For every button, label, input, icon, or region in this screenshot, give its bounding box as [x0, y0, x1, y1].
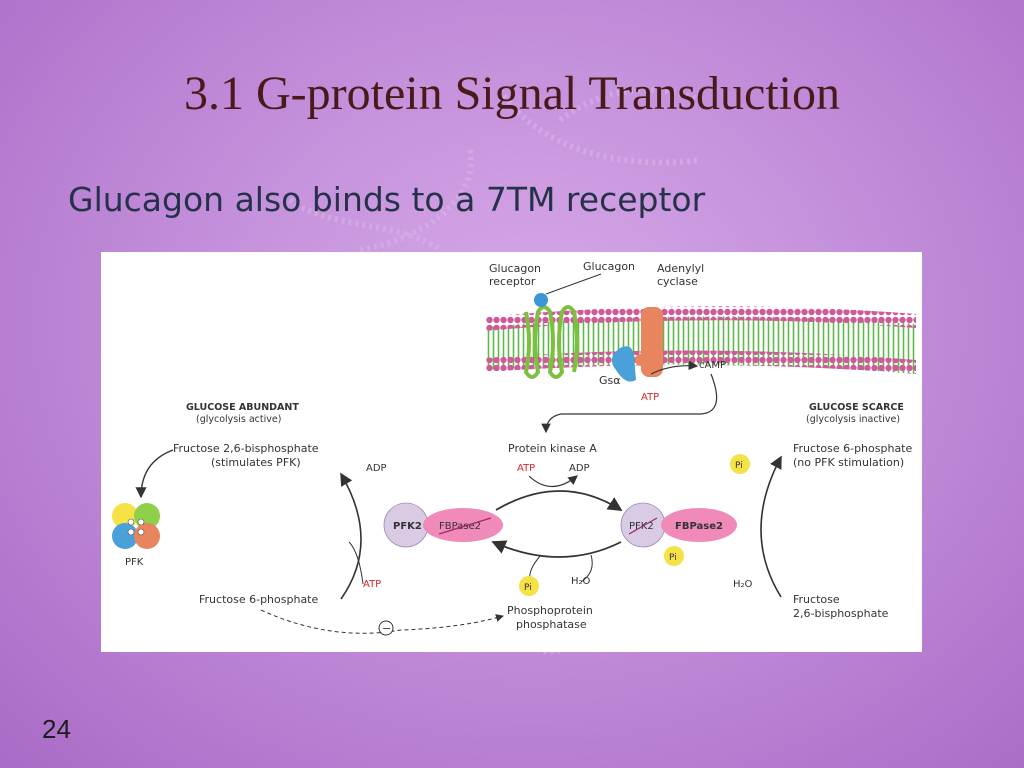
- label-camp: cAMP: [699, 360, 726, 371]
- glucagon-ball-icon: [534, 293, 548, 307]
- label-fbpase2-right: FBPase2: [675, 521, 723, 532]
- label-pi-right: Pi: [669, 553, 677, 563]
- label-pfk: PFK: [125, 557, 144, 568]
- inhibition-icon: [378, 620, 394, 636]
- label-glucagon-receptor: Glucagon: [489, 262, 541, 275]
- gs-cyclase-link: [635, 354, 647, 366]
- label-glucose-abundant: GLUCOSE ABUNDANT: [186, 402, 299, 413]
- label-inhibition: −: [382, 622, 391, 635]
- slide-title: 3.1 G-protein Signal Transduction: [184, 67, 840, 120]
- label-glycolysis-active: (glycolysis active): [196, 414, 281, 425]
- pi-ball-right: [664, 546, 684, 566]
- label-pka-adp: ADP: [569, 463, 590, 474]
- label-f6p-left: Fructose 6-phosphate: [199, 593, 318, 606]
- label-glucagon-receptor-2: receptor: [489, 275, 536, 288]
- gs-protein-icon: [611, 346, 636, 382]
- label-adenylyl-cyclase-2: cyclase: [657, 275, 698, 288]
- label-glucose-scarce: GLUCOSE SCARCE: [809, 402, 904, 413]
- fbpase2-right-domain: [661, 508, 737, 542]
- label-h2o-center: H₂O: [571, 576, 591, 587]
- label-pfk2-left: PFK2: [393, 521, 422, 532]
- fbpase2-left-domain: [423, 508, 503, 542]
- label-adp-left: ADP: [366, 463, 387, 474]
- label-phosphoprotein: Phosphoprotein: [507, 604, 593, 617]
- pi-ball-phosphatase: [519, 576, 539, 596]
- label-f6p-right-2: (no PFK stimulation): [793, 456, 904, 469]
- page-number: 24: [42, 714, 71, 744]
- pathway-diagram: Glucagon receptor Glucagon Adenylyl cycl…: [112, 260, 916, 636]
- glucagon-receptor-icon: [523, 305, 579, 379]
- label-f26bp-left-2: (stimulates PFK): [211, 456, 301, 469]
- label-pi-phosphatase: Pi: [524, 583, 532, 593]
- label-atp-top: ATP: [641, 392, 659, 403]
- label-pka-atp: ATP: [517, 463, 535, 474]
- label-protein-kinase-a: Protein kinase A: [508, 442, 597, 455]
- label-f26bp-left: Fructose 2,6-bisphosphate: [173, 442, 319, 455]
- label-f26bp-right-2: 2,6-bisphosphate: [793, 607, 889, 620]
- slide-subtitle: Glucagon also binds to a 7TM receptor: [68, 180, 706, 219]
- label-h2o-right: H₂O: [733, 579, 753, 590]
- glucagon-pathway-figure: Glucagon receptor Glucagon Adenylyl cycl…: [101, 252, 922, 652]
- pfk-tetramer-icon: [112, 503, 160, 549]
- label-fbpase2-left: FBPase2: [439, 521, 481, 532]
- adenylyl-cyclase-icon: [641, 307, 663, 377]
- label-phosphatase: phosphatase: [516, 618, 587, 631]
- label-atp-left: ATP: [363, 579, 381, 590]
- label-pi-top-right: Pi: [735, 461, 743, 471]
- label-f26bp-right: Fructose: [793, 593, 840, 606]
- label-gs-alpha: Gsα: [599, 374, 621, 387]
- label-f6p-right: Fructose 6-phosphate: [793, 442, 912, 455]
- cell-membrane: [486, 306, 916, 374]
- label-glucagon: Glucagon: [583, 260, 635, 273]
- label-glycolysis-inactive: (glycolysis inactive): [806, 414, 900, 425]
- label-adenylyl-cyclase: Adenylyl: [657, 262, 704, 275]
- pi-ball-top-right: [730, 454, 750, 474]
